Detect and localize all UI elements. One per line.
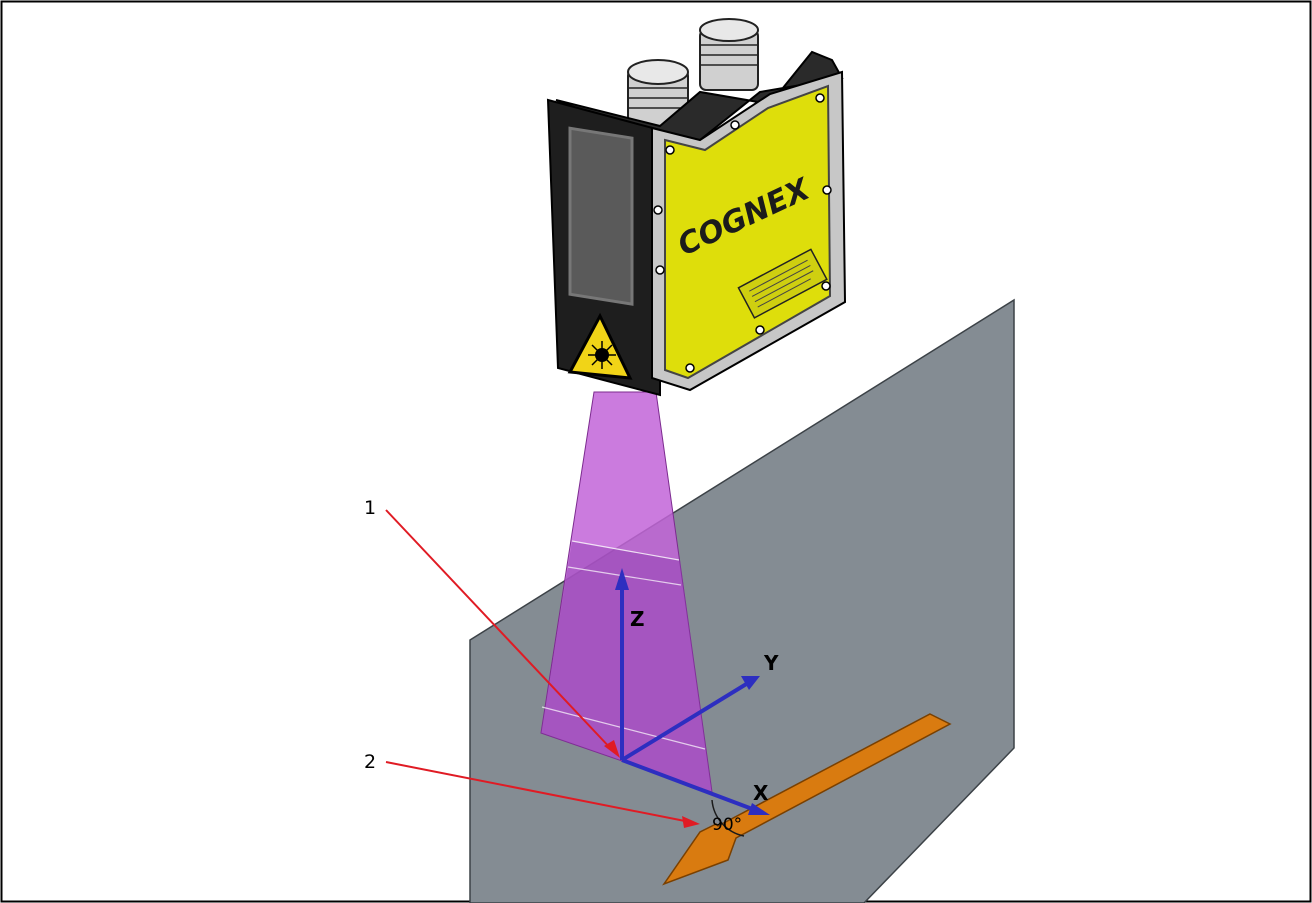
coordinate-axes <box>615 568 770 815</box>
sensor-screws <box>653 93 832 373</box>
y-axis-label: Y <box>763 651 779 675</box>
callout-2-label: 2 <box>364 751 376 773</box>
z-axis-label: Z <box>630 607 645 631</box>
sensor-window <box>568 126 634 306</box>
laser-warning-icon <box>567 312 633 380</box>
callout-2: 2 <box>364 751 700 828</box>
callout-1: 1 <box>364 497 620 758</box>
rating-plate <box>737 248 828 319</box>
connector-rear <box>699 18 759 91</box>
right-angle-marker: 90° <box>711 799 745 837</box>
y-axis <box>620 681 750 762</box>
callout-1-label: 1 <box>364 497 376 519</box>
angle-label: 90° <box>712 815 742 835</box>
x-axis-label: X <box>753 781 769 805</box>
laser-profiler-sensor: COGNEX <box>546 18 847 397</box>
motion-direction-arrow <box>662 713 952 886</box>
x-axis <box>621 758 756 812</box>
